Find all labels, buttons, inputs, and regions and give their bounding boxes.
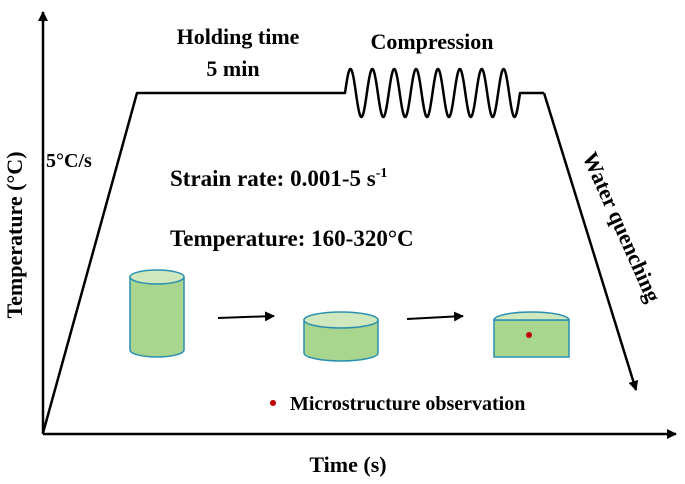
- arrow-to-compressed: [217, 311, 275, 322]
- specimen-sectioned: [493, 311, 570, 358]
- x-axis-label: Time (s): [309, 452, 386, 477]
- temperature-range-label: Temperature: 160-320°C: [170, 226, 414, 251]
- water-quenching-label: Water quenching: [578, 148, 667, 306]
- y-axis-label: Temperature (°C): [2, 151, 27, 318]
- temperature-profile-line: [41, 67, 544, 434]
- arrow-to-sectioned: [406, 311, 464, 322]
- holding-time-label: Holding time: [177, 24, 300, 49]
- legend-label: Microstructure observation: [290, 393, 525, 415]
- strain-rate-label: Strain rate: 0.001-5 s-1: [170, 166, 387, 191]
- specimen-compressed: [303, 311, 379, 362]
- compression-label: Compression: [370, 29, 493, 54]
- holding-duration-label: 5 min: [206, 56, 259, 81]
- legend-marker: [270, 400, 276, 406]
- specimen-initial: [129, 269, 185, 358]
- quench-arrow: [542, 92, 639, 391]
- heating-rate-label: 5°C/s: [46, 150, 92, 172]
- observation-point-marker: [526, 332, 532, 338]
